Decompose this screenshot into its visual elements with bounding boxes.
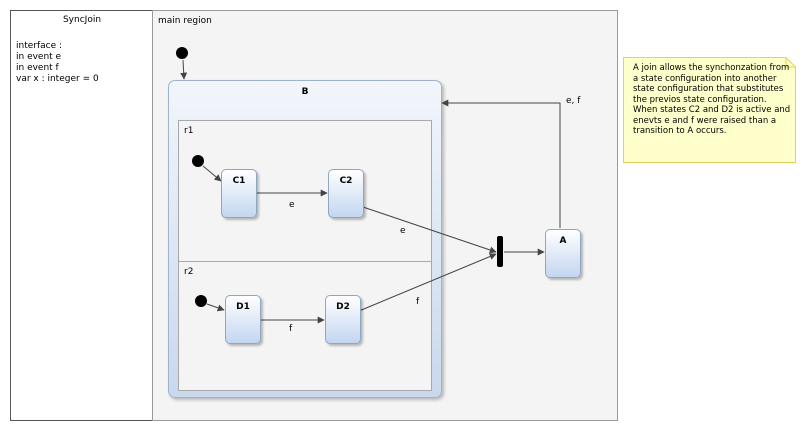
state-d1-label: D1 — [236, 302, 250, 312]
state-a-label: A — [559, 236, 567, 246]
region-r1-label: r1 — [184, 126, 194, 136]
region-r2[interactable]: r2 — [178, 261, 432, 391]
state-d1[interactable]: D1 — [225, 295, 261, 344]
interface-line: interface : — [16, 41, 63, 51]
transition-a-b-label: e, f — [566, 96, 581, 106]
transition-d1-d2-label: f — [289, 324, 293, 334]
initial-state-r2[interactable] — [195, 295, 207, 307]
state-c2-label: C2 — [339, 176, 353, 186]
state-b-label: B — [301, 87, 309, 97]
specification-panel: SyncJoin interface : in event e in event… — [10, 10, 154, 421]
region-r1[interactable]: r1 — [178, 120, 432, 263]
transition-a-b[interactable] — [441, 99, 561, 228]
initial-state-r1[interactable] — [192, 155, 204, 167]
region-r2-label: r2 — [184, 267, 194, 277]
variable-x-declaration: var x : integer = 0 — [16, 74, 99, 84]
state-d2[interactable]: D2 — [325, 295, 361, 344]
main-region-label: main region — [158, 16, 212, 26]
event-e-declaration: in event e — [16, 52, 62, 62]
transition-d2-join[interactable] — [358, 253, 497, 312]
statechart-title: SyncJoin — [62, 15, 102, 25]
initial-transition-r2[interactable] — [206, 303, 225, 312]
transition-c2-join[interactable] — [362, 206, 497, 254]
initial-transition-main[interactable] — [180, 59, 188, 80]
join-bar[interactable] — [497, 236, 503, 267]
initial-state-main[interactable] — [176, 47, 188, 59]
state-c1-label: C1 — [232, 176, 246, 186]
interface-declaration: interface : in event e in event f var x … — [16, 41, 99, 85]
note-text: A join allows the synchonzation from a s… — [633, 63, 791, 136]
transition-c1-c2-label: e — [289, 200, 295, 210]
transition-c2-join-label: e — [400, 226, 406, 236]
state-c2[interactable]: C2 — [328, 169, 364, 218]
note-shape — [623, 57, 796, 163]
state-d2-label: D2 — [336, 302, 350, 312]
initial-transition-r1[interactable] — [202, 165, 222, 182]
state-c1[interactable]: C1 — [221, 169, 257, 218]
event-f-declaration: in event f — [16, 63, 59, 73]
transition-d2-join-label: f — [416, 297, 420, 307]
state-a[interactable]: A — [545, 229, 581, 278]
note-comment[interactable]: A join allows the synchonzation from a s… — [623, 57, 796, 163]
